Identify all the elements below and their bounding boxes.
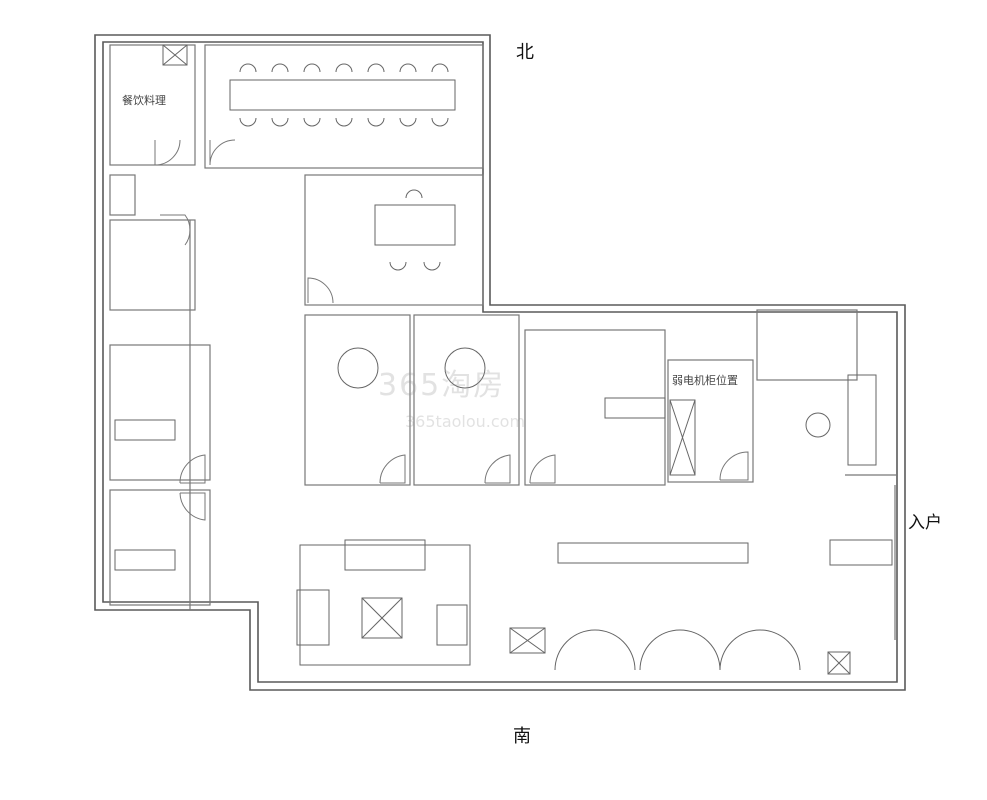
interior-walls — [109, 44, 897, 640]
south-label: 南 — [513, 726, 531, 747]
entrance-label: 入户 — [908, 513, 942, 533]
watermark-site: 365taolou.com — [405, 412, 526, 431]
watermark-text: 365淘房 — [378, 368, 506, 403]
doors — [154, 139, 749, 521]
pantry-label: 餐饮料理 — [122, 94, 166, 107]
cabinet-label: 弱电机柜位置 — [672, 374, 738, 387]
furniture — [114, 44, 893, 675]
north-label: 北 — [516, 42, 534, 63]
